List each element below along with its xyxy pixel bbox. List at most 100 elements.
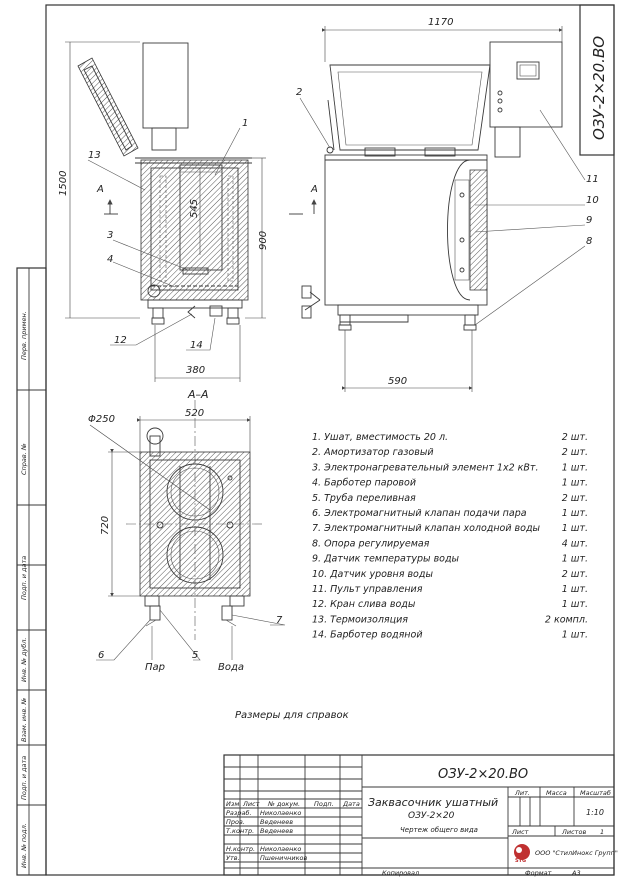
leader-8: 8: [586, 236, 592, 247]
side-stamp-5: Взам. инв. №: [20, 698, 28, 742]
part-name-6: 6. Электромагнитный клапан подачи пара: [312, 508, 527, 519]
label-steam: Пар: [145, 662, 165, 673]
tb-mass-header: Масса: [546, 789, 567, 797]
tb-col-date: Дата: [342, 800, 360, 808]
dim-diameter: Φ250: [88, 414, 115, 425]
part-qty-5: 2 шт.: [562, 493, 588, 504]
code-stamp: ОЗУ-2×20.ВО: [579, 4, 615, 156]
dim-depth-front: 590: [388, 376, 407, 387]
tb-company: ООО "СтилИнокс Групп": [535, 849, 618, 857]
side-stamp-4: Инв. № дубл.: [20, 638, 28, 682]
dim-overall-width: 1170: [428, 17, 453, 28]
vessel: [179, 164, 223, 271]
part-name-12: 12. Кран слива воды: [312, 599, 416, 610]
side-stamp-2: Справ. №: [20, 443, 28, 475]
center-lines: [126, 400, 262, 640]
tb-sheets-label: Листов: [561, 828, 586, 836]
part-name-7: 7. Электромагнитный клапан холодной воды: [312, 523, 541, 534]
tb-role-5: Утв.: [226, 854, 240, 862]
side-stamp-6: Подп. и дата: [20, 756, 28, 800]
part-qty-3: 1 шт.: [562, 462, 588, 473]
part-name-3: 3. Электронагревательный элемент 1х2 кВт…: [312, 462, 538, 473]
leader-13: 13: [88, 150, 101, 161]
side-view-dims: 1500 900 545 380 А–А А А: [58, 41, 318, 401]
dim-height-body: 900: [258, 231, 269, 250]
front-body: [324, 154, 488, 306]
leader-1-side: 1: [242, 118, 248, 129]
dim-height-total: 1500: [58, 171, 69, 196]
tb-subtitle: ОЗУ-2×20: [408, 811, 455, 821]
tb-role-1: Разраб.: [226, 809, 252, 817]
tb-format-value: А3: [571, 869, 581, 877]
side-stamp: Перв. примен. Справ. № Подп. и дата Инв.…: [16, 267, 47, 876]
tb-scale-header: Масштаб: [580, 789, 611, 797]
part-qty-14: 1 шт.: [562, 630, 588, 641]
part-qty-7: 1 шт.: [562, 523, 588, 534]
leader-12: 12: [114, 335, 127, 346]
tb-scale: 1:10: [586, 808, 604, 817]
tb-name-4: Николаенко: [260, 845, 301, 853]
open-lid: [77, 57, 139, 157]
tb-col-sign: Подп.: [314, 800, 334, 808]
title-block: ОЗУ-2×20.ВО Заквасочник ушатный ОЗУ-2×20…: [223, 754, 618, 877]
leader-2: 2: [296, 87, 302, 98]
part-name-11: 11. Пульт управления: [312, 584, 423, 595]
leader-4: 4: [107, 254, 113, 265]
front-view-dims: 1170 590: [322, 17, 563, 392]
tb-designation: ОЗУ-2×20.ВО: [438, 767, 528, 782]
svg-text:STG: STG: [515, 858, 526, 864]
tb-name-1: Николаенко: [260, 809, 301, 817]
part-qty-12: 1 шт.: [562, 599, 588, 610]
section-marker-right: А: [310, 184, 318, 195]
company-logo-icon: STG: [514, 844, 530, 864]
part-name-10: 10. Датчик уровня воды: [312, 569, 433, 580]
part-qty-4: 1 шт.: [562, 478, 588, 489]
tank-wall-outer: [140, 159, 249, 301]
dim-plan-width: 520: [185, 408, 204, 419]
control-display: [516, 61, 540, 80]
side-stamp-3: Подп. и дата: [20, 556, 28, 600]
side-section-view: [77, 42, 252, 325]
leader-6: 6: [98, 650, 104, 661]
tb-col-list: Лист: [242, 800, 260, 808]
part-qty-2: 2 шт.: [562, 447, 588, 458]
part-name-13: 13. Термоизоляция: [312, 614, 408, 625]
plan-view-dims: 520 720 Φ250: [88, 408, 251, 597]
dim-water-level: 545: [189, 199, 200, 218]
part-name-5: 5. Труба переливная: [312, 493, 416, 504]
tb-col-izm: Изм.: [226, 800, 241, 808]
leader-11: 11: [586, 174, 599, 185]
tb-role-4: Н.контр.: [226, 845, 255, 853]
part-qty-10: 2 шт.: [562, 569, 588, 580]
plan-view-leaders: 6 5 7 Пар Вода: [96, 609, 286, 673]
tb-col-doc: № докум.: [267, 800, 300, 808]
tb-name-3: Веденеев: [260, 827, 293, 835]
part-name-4: 4. Барботер паровой: [312, 478, 416, 489]
dim-plan-length: 720: [100, 516, 111, 535]
front-view: [301, 41, 563, 331]
tb-name-2: Веденеев: [260, 818, 293, 826]
front-lid: [329, 64, 491, 151]
part-qty-9: 1 шт.: [562, 554, 588, 565]
front-view-leaders: 2 11 10 9 8: [296, 87, 599, 326]
leader-7: 7: [276, 615, 283, 626]
part-qty-13: 2 компл.: [545, 614, 588, 625]
tb-copied: Копировал: [382, 869, 419, 877]
leader-9: 9: [586, 215, 592, 226]
leader-10: 10: [586, 195, 599, 206]
part-name-14: 14. Барботер водяной: [312, 630, 423, 641]
parts-list: 1. Ушат, вместимость 20 л.2 шт.2. Аморти…: [312, 432, 588, 641]
part-name-1: 1. Ушат, вместимость 20 л.: [312, 432, 448, 443]
code-stamp-text: ОЗУ-2×20.ВО: [590, 36, 608, 140]
tb-role-3: Т.контр.: [226, 827, 254, 835]
tank-inner: [150, 167, 239, 291]
side-stamp-1: Перв. примен.: [20, 311, 28, 360]
label-water: Вода: [218, 662, 244, 673]
part-qty-6: 1 шт.: [562, 508, 588, 519]
leader-14: 14: [190, 340, 203, 351]
tb-title: Заквасочник ушатный: [368, 796, 498, 809]
control-column: [142, 42, 189, 129]
dim-depth-side: 380: [186, 365, 205, 376]
tb-sheet-label: Лист: [511, 828, 529, 836]
